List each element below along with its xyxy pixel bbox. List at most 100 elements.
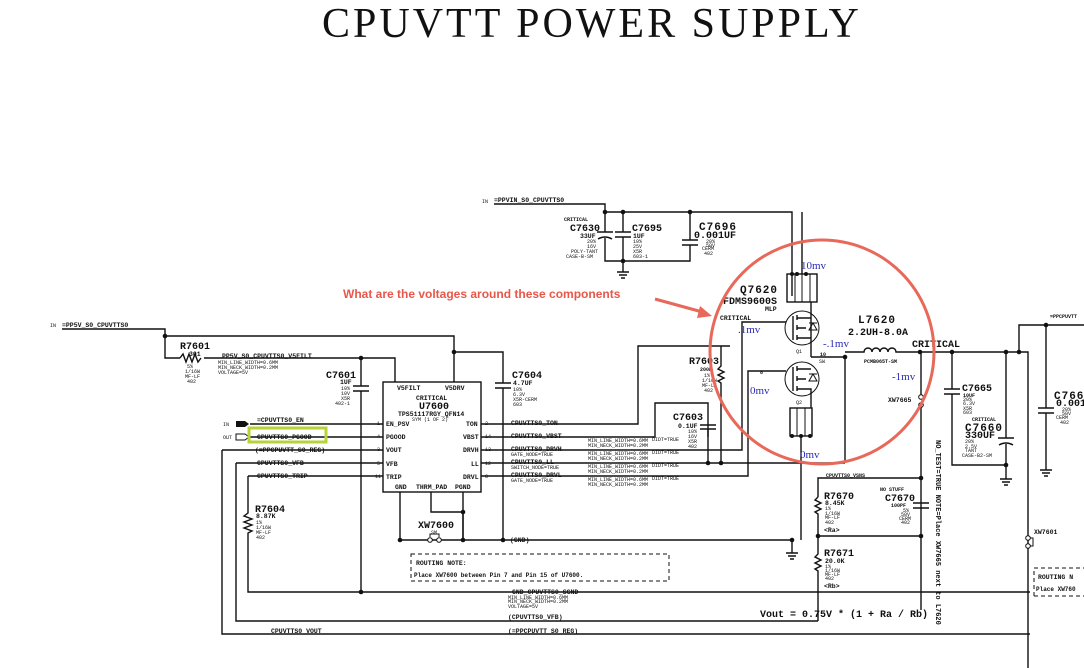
l7620-ref: L7620 (858, 315, 896, 327)
net-label-drvl: CPUVTTS0_DRVL (511, 472, 562, 479)
r7670-ref: R7670 (824, 492, 854, 503)
resistor-r7670[interactable]: R7670 8.45K 1% 1/16W MF-LF 402 <Ra> (813, 492, 854, 536)
port-dir: OUT (223, 435, 232, 441)
capacitor-c7661[interactable]: C766 0.001 20% 50V CERM 402 (1054, 391, 1084, 426)
critical-label: CRITICAL (972, 417, 996, 423)
net-label-en: =CPUVTTS0_EN (257, 417, 304, 424)
c7603-ref: C7603 (673, 413, 703, 424)
net-label-ppcpuvtt: =PPCPUVTT (1050, 314, 1077, 320)
prop: DIDT=TRUE (652, 463, 679, 469)
spec: CERM (899, 516, 911, 522)
spec: 402 (187, 379, 196, 385)
u7600-part: TPS51117RGY_QFN14 (398, 411, 464, 418)
prop: MIN_LINE_WIDTH=0.6MM (588, 464, 648, 470)
jumper-xw7665[interactable]: XW7665 (888, 352, 924, 610)
pin-name: VFB (386, 461, 398, 468)
spec: 402 (256, 535, 265, 541)
spec: 50V (706, 243, 715, 249)
routing-note-2-text: Place XW760 (1036, 586, 1076, 593)
spec: 20% (1062, 407, 1071, 413)
spec: X5R (963, 406, 972, 412)
spec: 1% (825, 506, 831, 512)
c7601-ref: C7601 (326, 371, 356, 382)
jumper-xw7601[interactable]: XW7601 (1025, 529, 1058, 549)
prop: MIN_LINE_WIDTH=0.6MM (588, 477, 648, 483)
spec: 402 (704, 251, 713, 257)
spec: MF-LF (825, 515, 840, 521)
annotation-arrow (654, 297, 712, 318)
spec: 10% (633, 239, 642, 245)
spec: TANT (965, 448, 977, 454)
net-label-pp5v: =PP5V_S0_CPUVTTS0 (62, 322, 128, 329)
spec: 603 (963, 410, 972, 416)
resistor-r7603[interactable]: R7603 200K 1% 1/16W MF-LF 402 (689, 346, 726, 463)
inductor-l7620[interactable]: L7620 2.2UH-8.0A PCMB065T-SM CRITICAL (845, 315, 960, 365)
xw7600-ref: XW7600 (418, 521, 454, 532)
port-en[interactable]: IN =CPUVTTS0_EN (223, 417, 304, 428)
capacitor-c7603[interactable]: C7603 0.1UF 10% 16V X5R 402 (673, 413, 716, 450)
resistor-r7601[interactable]: R7601 301 5% 1/16W MF-LF 402 (179, 342, 210, 385)
net-label-vout: CPUVTTS0_VOUT (271, 628, 322, 635)
q1-label: Q1 (796, 349, 802, 355)
spec: X5R (688, 439, 697, 445)
r7670-value: 8.45K (825, 500, 845, 507)
l7620-critical: CRITICAL (912, 340, 960, 351)
capacitor-c7604[interactable]: C7604 4.7UF 10% 6.3V X5R-CERM 603 (454, 351, 542, 408)
prop: MIN_NECK_WIDTH=0.2MM (588, 469, 648, 475)
r7603-ref: R7603 (689, 357, 719, 368)
net-port-marker: IN (50, 323, 56, 329)
xw7601-ref: XW7601 (1034, 529, 1058, 536)
no-stuff-label: NO STUFF (880, 487, 904, 493)
net-label-vfilt: PP5V_S0_CPUVTTS0_V5FILT (222, 353, 312, 360)
spec: 5% (187, 364, 193, 370)
spec: 6.3V (963, 401, 975, 407)
capacitor-c7665[interactable]: C7665 10UF 20% 6.3V X5R 603 (962, 384, 992, 416)
spec: CERM (702, 246, 714, 252)
annotation-question: What are the voltages around these compo… (343, 287, 621, 301)
spec: 402 (825, 520, 834, 526)
resistor-r7671[interactable]: R7671 20.0K 1% 1/16W MF-LF 402 <Rb> (813, 536, 854, 592)
c7630-value: 33UF (580, 233, 596, 240)
spec: 10% (688, 429, 697, 435)
spec: 16V (587, 244, 596, 250)
rb-tag: <Rb> (824, 583, 840, 590)
c7660-ref: C7660 (965, 423, 1003, 435)
c7665-ref: C7665 (962, 384, 992, 395)
capacitor-c7670[interactable]: NO STUFF C7670 100PF 5% 50V CERM 402 (880, 487, 929, 526)
resistor-r7604[interactable]: R7604 8.87K 1% 1/16W MF-LF 402 (242, 476, 415, 593)
ic-u7600[interactable]: V5FILT V5DRV CRITICAL U7600 TPS51117RGY_… (375, 381, 491, 493)
net-label-vsns: CPUVTTS0_VSNS (826, 473, 865, 479)
spec: 50V (901, 512, 910, 518)
voltage-q2-source: 0mv (800, 449, 820, 461)
spec: 20% (587, 239, 596, 245)
spec: 50V (1062, 411, 1071, 417)
capacitor-c7601[interactable]: C7601 1UF 10% 10V X5R 402-1 (326, 358, 369, 407)
prop: MIN_LINE_WIDTH=0.6MM (588, 451, 648, 457)
port-pgood[interactable]: OUT CPUVTTS0_PGOOD (223, 426, 328, 444)
capacitor-c7695[interactable]: C7695 1UF 10% 25V X5R 603-1 (632, 224, 662, 260)
pin-name: THRM_PAD (416, 484, 447, 491)
prop: MIN_NECK_WIDTH=0.2MM (218, 365, 278, 371)
prop: SWITCH_NODE=TRUE (511, 465, 559, 471)
q2-label: Q2 (796, 400, 802, 406)
spec: CERM (1056, 415, 1068, 421)
l7620-part: PCMB065T-SM (864, 359, 897, 365)
capacitor-c7696[interactable]: C7696 0.001UF 20% 50V CERM 402 (694, 222, 737, 257)
spec: X5R-CERM (513, 397, 537, 403)
prop: MIN_NECK_WIDTH=0.2MM (588, 482, 648, 488)
c7695-value: 1UF (633, 233, 645, 240)
xw7600-sub: SM (431, 530, 437, 536)
port-dir: IN (482, 199, 488, 205)
q7620-ref: Q7620 (740, 285, 778, 297)
routing-note-2-title: ROUTING N (1038, 574, 1073, 581)
c7661-value: 0.001 (1056, 399, 1084, 410)
jumper-xw7600[interactable]: XW7600 SM (418, 521, 454, 543)
capacitor-c7660[interactable]: CRITICAL C7660 330UF 20% 2.5V TANT CASE-… (962, 417, 1003, 459)
capacitor-c7630[interactable]: CRITICAL C7630 33UF 20% 16V POLY-TANT CA… (564, 217, 600, 260)
c7601-value: 1UF (340, 379, 352, 386)
pin-number: 12 (485, 461, 491, 467)
spec: 16V (688, 434, 697, 440)
mosfet-q7620[interactable]: Q7620 FDMS9600S MLP CRITICAL Q1 Q2 10 SW… (720, 212, 845, 540)
routing-note-2: ROUTING N Place XW760 (1033, 567, 1084, 597)
